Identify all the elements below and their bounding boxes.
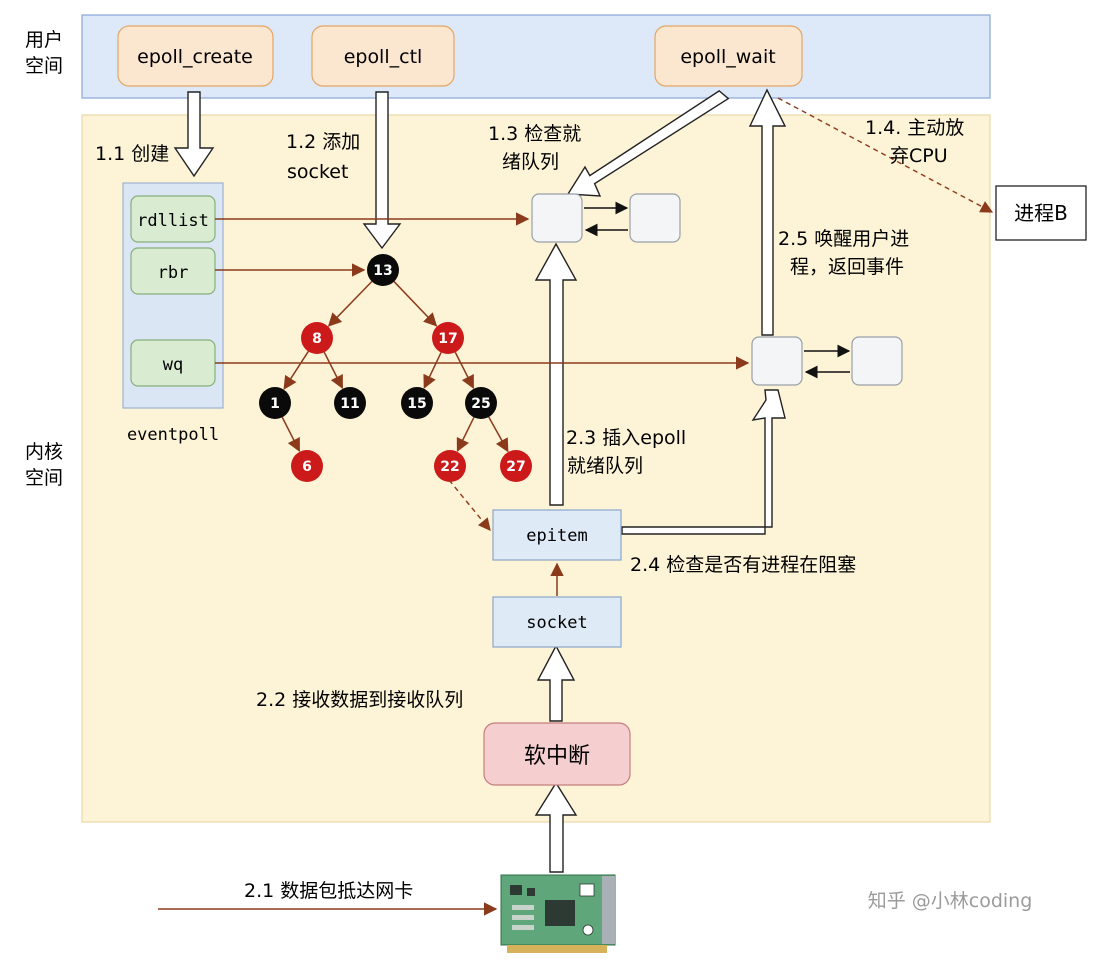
rbtree-node-15: 15 <box>401 387 433 419</box>
user-space-label-1: 用户 <box>25 29 63 51</box>
rbtree-node-17: 17 <box>432 322 464 354</box>
check-ready-arrow <box>566 90 730 197</box>
rbtree-node-key: 6 <box>302 459 312 475</box>
packet-arrow <box>534 781 578 873</box>
rbtree-node-circle <box>259 387 291 419</box>
step-2-3-label-1: 2.3 插入epoll <box>566 427 686 449</box>
network-card-icon <box>500 874 616 953</box>
rbtree-node-11: 11 <box>334 387 366 419</box>
softirq-label: 软中断 <box>524 744 590 769</box>
rbtree-node-key: 15 <box>407 396 426 412</box>
rbtree-node-circle <box>334 387 366 419</box>
rbtree-node-key: 11 <box>340 396 359 412</box>
yield-cpu-dashed <box>777 97 994 213</box>
step-2-3-label-2: 就绪队列 <box>567 455 643 477</box>
wait-queue-node-2 <box>851 336 903 386</box>
socket-label: socket <box>526 613 587 633</box>
rbtree-node-key: 22 <box>440 459 459 475</box>
insert-arrow <box>534 242 578 506</box>
rbtree-edge-17-25 <box>454 351 474 390</box>
rbtree-node-circle <box>465 387 497 419</box>
epitem-label: epitem <box>526 526 587 546</box>
kernel-space-label-1: 内核 <box>25 441 63 463</box>
tree-node-to-epitem-dashed <box>448 479 491 531</box>
rbtree-node-circle <box>301 322 333 354</box>
rbtree-edge-8-11 <box>323 351 343 390</box>
receive-arrow <box>536 644 576 722</box>
rbtree-node-circle <box>500 450 532 482</box>
ready-list-node-2 <box>629 193 681 243</box>
hollow-arrows <box>173 88 787 873</box>
rbtree-node-13: 13 <box>367 254 399 286</box>
epitem-box <box>492 509 622 561</box>
rbtree-edge-13-8 <box>327 280 373 327</box>
epoll-wait-label: epoll_wait <box>680 46 775 68</box>
rbtree-node-key: 25 <box>471 396 490 412</box>
wq-label: wq <box>163 355 183 375</box>
rdllist-label: rdllist <box>137 211 209 231</box>
epoll-wait-box <box>654 25 803 87</box>
step-2-5-label-2: 程，返回事件 <box>790 256 904 278</box>
step-2-5-label-1: 2.5 唤醒用户进 <box>778 228 909 250</box>
eventpoll-label: eventpoll <box>127 425 219 445</box>
step-2-2-label: 2.2 接收数据到接收队列 <box>256 689 463 711</box>
epoll-create-box <box>117 25 274 87</box>
step-1-1-label: 1.1 创建 <box>95 143 169 165</box>
step-1-3-label-2: 绪队列 <box>502 151 559 173</box>
create-arrow <box>173 91 215 178</box>
wait-queue-node-1 <box>751 336 803 386</box>
step-2-1-label: 2.1 数据包抵达网卡 <box>244 880 413 902</box>
step-1-2-label-1: 1.2 添加 <box>286 131 360 153</box>
softirq-box <box>483 722 631 786</box>
rbtree-node-circle <box>434 450 466 482</box>
step-1-2-label-2: socket <box>287 161 348 183</box>
rbr-field <box>130 247 216 295</box>
watermark: 知乎 @小林coding <box>868 890 1033 912</box>
rbtree-node-key: 17 <box>438 331 457 347</box>
rbtree-node-6: 6 <box>291 450 323 482</box>
rbtree-edge-1-6 <box>281 416 300 453</box>
rbtree-edge-8-1 <box>283 351 309 390</box>
rbr-label: rbr <box>158 263 189 283</box>
rbtree-node-1: 1 <box>259 387 291 419</box>
step-2-4-label: 2.4 检查是否有进程在阻塞 <box>630 554 856 576</box>
rbtree-edges <box>281 280 509 453</box>
rbtree-node-circle <box>291 450 323 482</box>
rbtree-node-circle <box>367 254 399 286</box>
rbtree-node-key: 13 <box>373 263 392 279</box>
socket-box <box>492 596 622 648</box>
add-arrow <box>362 91 402 250</box>
step-1-4-label-2: 弃CPU <box>890 145 948 167</box>
rbtree-node-25: 25 <box>465 387 497 419</box>
rbtree-node-key: 8 <box>312 331 322 347</box>
process-b-box <box>995 185 1087 241</box>
rbtree-node-key: 1 <box>270 396 280 412</box>
rbtree-edge-13-17 <box>393 281 438 327</box>
step-1-3-label-1: 1.3 检查就 <box>488 123 581 145</box>
rbtree-edge-17-15 <box>423 352 442 389</box>
epoll-ctl-box <box>311 25 455 87</box>
rbtree-node-22: 22 <box>434 450 466 482</box>
rbtree-node-8: 8 <box>301 322 333 354</box>
kernel-space-label-2: 空间 <box>25 467 63 489</box>
ready-list-node-1 <box>531 193 583 243</box>
step-1-4-label-1: 1.4. 主动放 <box>865 117 964 139</box>
rbtree-node-key: 27 <box>506 459 525 475</box>
rbtree-node-27: 27 <box>500 450 532 482</box>
epoll-ctl-label: epoll_ctl <box>344 46 423 68</box>
user-space-label-2: 空间 <box>25 55 63 77</box>
epoll-create-label: epoll_create <box>137 46 253 68</box>
rbtree-edge-25-27 <box>488 416 509 453</box>
wake-arrow <box>748 88 787 336</box>
check-blocking-arrow <box>621 389 786 535</box>
process-b-label: 进程B <box>1014 201 1068 225</box>
rbtree-node-circle <box>401 387 433 419</box>
rbtree-edge-25-22 <box>456 417 475 452</box>
rbtree-node-circle <box>432 322 464 354</box>
